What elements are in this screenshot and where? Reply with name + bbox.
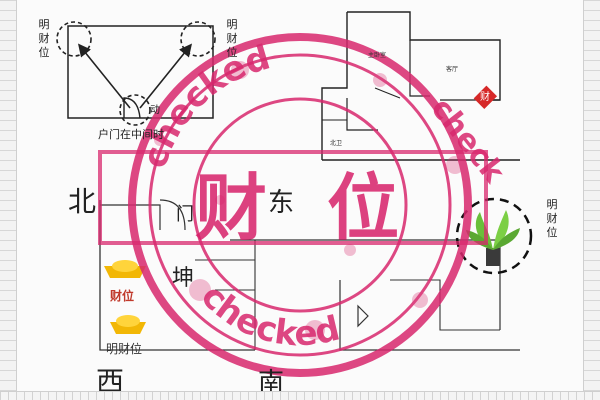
stamp-text-bottom: checked [193,277,344,355]
door-label: 门 [176,204,194,225]
gold-ingot-icon-top [104,260,146,278]
ingot-label-bottom: 明财位 [106,342,143,356]
plant-icon [455,197,533,275]
wealth-label-right: 明财位 [226,18,238,59]
stamp-banner: 财位 [98,150,488,250]
room-label-master-bedroom: 主卧室 [368,52,387,59]
ingot-label-top: 财位 [110,289,135,303]
checked-stamp [128,33,472,377]
notebook-edge-right [583,0,600,400]
gold-ingot-icon-bottom [110,315,146,334]
compass-east: 东 [268,188,295,218]
banner-text: 财位 [194,166,459,250]
wealth-label-plant: 明财位 [546,198,558,239]
room-label-living-room: 客厅 [446,66,459,73]
wealth-label-left: 明财位 [38,18,50,59]
compass-kun: 坤 [172,266,195,291]
door-caption: 户门在中间时 [98,128,164,141]
fortune-sign-text: 财 [480,92,490,103]
room-label-north-bath: 北卫 [330,140,343,147]
notebook-edge-left [0,0,17,400]
wealth-corner-diagram [56,21,216,126]
door-tag: 动 [150,105,160,116]
compass-north: 北 [68,185,97,218]
notebook-edge-bottom [0,391,600,400]
